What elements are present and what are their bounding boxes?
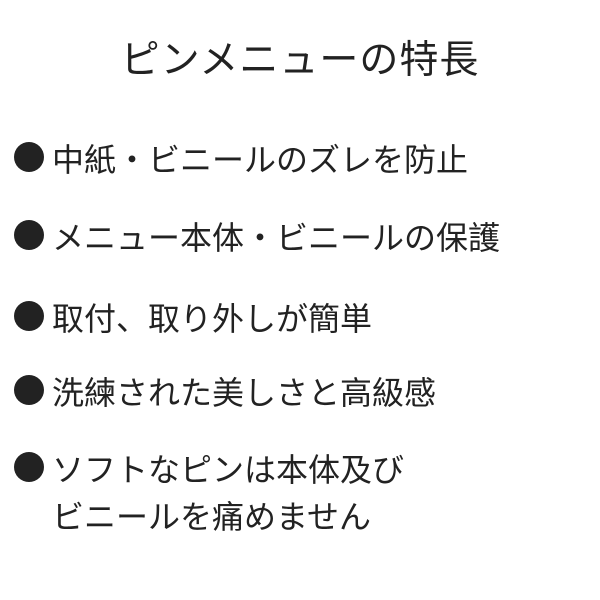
feature-item: 取付、取り外しが簡単 [14,293,372,343]
feature-item: メニュー本体・ビニールの保護 [14,212,500,262]
feature-text-line-2: ビニールを痛めません [52,498,372,536]
bullet-circle-icon [14,375,44,405]
feature-item: 洗練された美しさと高級感 [14,367,436,417]
bullet-circle-icon [14,301,44,331]
bullet-circle-icon [14,452,44,482]
feature-text-line-1: ソフトなピンは本体及び [52,451,405,489]
bullet-circle-icon [14,220,44,250]
feature-text: 洗練された美しさと高級感 [52,374,437,412]
feature-text: 中紙・ビニールのズレを防止 [52,141,469,179]
feature-text: メニュー本体・ビニールの保護 [52,219,501,257]
page-title: ピンメニューの特長 [120,38,480,83]
bullet-circle-icon [14,142,44,172]
feature-item: 中紙・ビニールのズレを防止 [14,134,468,184]
feature-item: ソフトなピンは本体及び [14,444,404,494]
feature-text: 取付、取り外しが簡単 [52,300,373,338]
